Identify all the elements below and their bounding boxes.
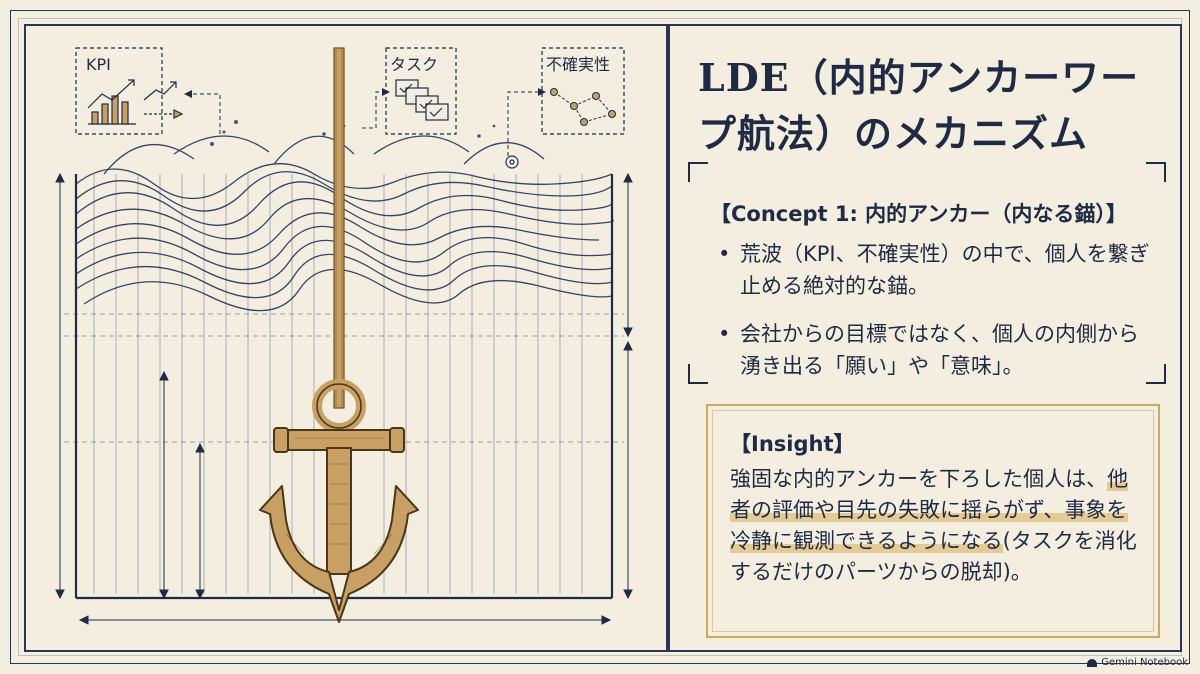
anchor-icon xyxy=(259,379,419,623)
kpi-box xyxy=(75,47,163,135)
text-panel xyxy=(668,24,1182,652)
badge-label: Gemini Notebook xyxy=(1101,657,1188,668)
task-label: タスク xyxy=(390,55,438,74)
insight-box: 【Insight】 強固な内的アンカーを下ろした個人は、他者の評価や目先の失敗に… xyxy=(706,404,1160,638)
network-nodes xyxy=(550,88,616,126)
trend-arrow-icon xyxy=(143,81,184,119)
uncertainty-label: 不確実性 xyxy=(546,55,610,74)
concept-heading: 【Concept 1: 内的アンカー（内なる錨）】 xyxy=(710,202,1127,226)
concept-bullet-1: 荒波（KPI、不確実性）の中で、個人を繋ぎ止める絶対的な錨。 xyxy=(718,238,1158,302)
network-icon xyxy=(553,91,613,123)
notebook-icon xyxy=(1087,658,1098,667)
concept-bullet-2: 会社からの目標ではなく、個人の内側から湧き出る「願い」や「意味」。 xyxy=(718,318,1158,382)
bracket-top-left xyxy=(688,162,708,182)
outer-frame xyxy=(10,10,1190,664)
insight-text: 強固な内的アンカーを下ろした個人は、他者の評価や目先の失敗に揺らがず、事象を冷静… xyxy=(730,464,1140,588)
page-title: LDE（内的アンカーワープ航法）のメカニズム xyxy=(698,55,1140,156)
anchor-rope xyxy=(333,47,345,409)
insight-text-line-1: 強固な内的アンカーを下ろした個人は、 xyxy=(730,467,1108,491)
bracket-bottom-left xyxy=(688,364,708,384)
bar-chart-icon xyxy=(87,79,136,125)
connector-arrows xyxy=(192,91,540,156)
kpi-label: KPI xyxy=(86,55,111,74)
bracket-bottom-right xyxy=(1146,364,1166,384)
checklist-icon xyxy=(395,79,449,121)
waves xyxy=(75,135,614,312)
anchor-illustration: KPI タスク 不確実性 xyxy=(55,47,633,625)
gemini-notebook-badge: Gemini Notebook xyxy=(1087,657,1188,668)
insight-heading: 【Insight】 xyxy=(730,432,855,456)
concept-box: 【Concept 1: 内的アンカー（内なる錨）】 荒波（KPI、不確実性）の中… xyxy=(688,162,1166,384)
anchor-hatching xyxy=(285,437,393,555)
bracket-top-right xyxy=(1146,162,1166,182)
splash-swirl xyxy=(505,155,519,169)
dimension-arrows xyxy=(55,172,633,625)
connector-arrowheads xyxy=(184,88,546,98)
illustration-panel xyxy=(24,24,668,652)
concept-bullet-list: 荒波（KPI、不確実性）の中で、個人を繋ぎ止める絶対的な錨。 会社からの目標では… xyxy=(718,238,1158,398)
insight-text-line-4: (タスクを消化するだけのパーツからの脱却)。 xyxy=(730,529,1137,584)
